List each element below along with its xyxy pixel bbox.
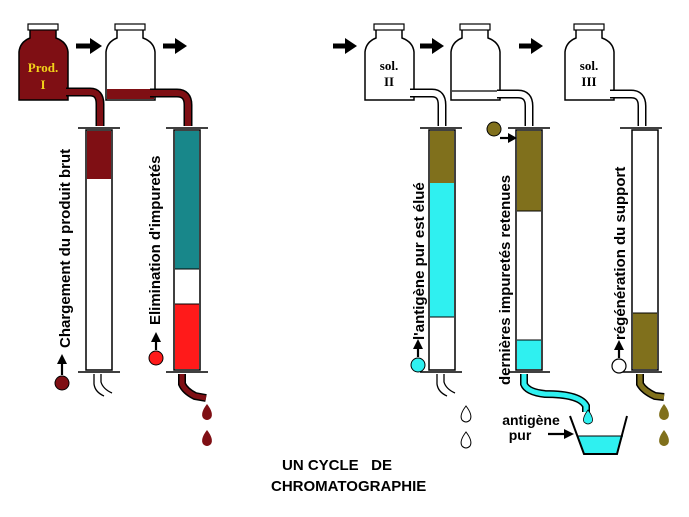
collector-label: antigène [502,412,560,428]
marker-dot [54,354,70,391]
bottle-sol-label: sol. [380,58,398,73]
bottle-prod-label: I [40,77,45,92]
bottle-sol-label: II [384,74,394,89]
bottle-sol-label: sol. [580,58,598,73]
flow-arrow [163,38,187,54]
diagram-title: UN CYCLE DE [282,457,392,474]
marker-dot [148,332,164,366]
diagram-title: CHROMATOGRAPHIE [271,478,426,495]
bottle-sol-label: III [581,74,596,89]
bottle-sol-3: sol. III [564,23,615,101]
bottle-empty [450,23,501,101]
marker-dot [486,121,517,143]
bottle-sol-2: sol. II [364,23,415,101]
collector-label: pur [509,427,532,443]
drop-icon [659,404,669,446]
flow-arrow [76,38,102,54]
flow-arrow [333,38,357,54]
flow-arrow [420,38,444,54]
marker-dot [410,339,426,373]
caption-elution: l'antigène pur est élué [411,182,428,340]
drop-icon [460,405,472,449]
column-1 [78,127,120,397]
drop-icon [202,404,212,446]
column-5 [620,127,665,401]
collector-arrow [548,429,574,439]
column-3 [420,127,462,397]
drop-icon [583,409,593,425]
collector-beaker [569,415,628,455]
caption-regeneration: régénération du support [612,167,629,340]
bottle-empty [105,23,156,101]
marker-dot [611,340,627,374]
column-2 [166,127,208,402]
caption-impurity-removal: Elimination d'impuretés [147,156,164,325]
feed-tube [66,87,105,126]
bottle-prod-1: Prod. I [18,23,69,101]
caption-retained-impurities: dernières impuretés retenues [497,175,514,385]
caption-loading: Chargement du produit brut [57,149,74,348]
column-4 [508,127,590,412]
bottle-prod-label: Prod. [28,60,58,75]
flow-arrow [519,38,543,54]
